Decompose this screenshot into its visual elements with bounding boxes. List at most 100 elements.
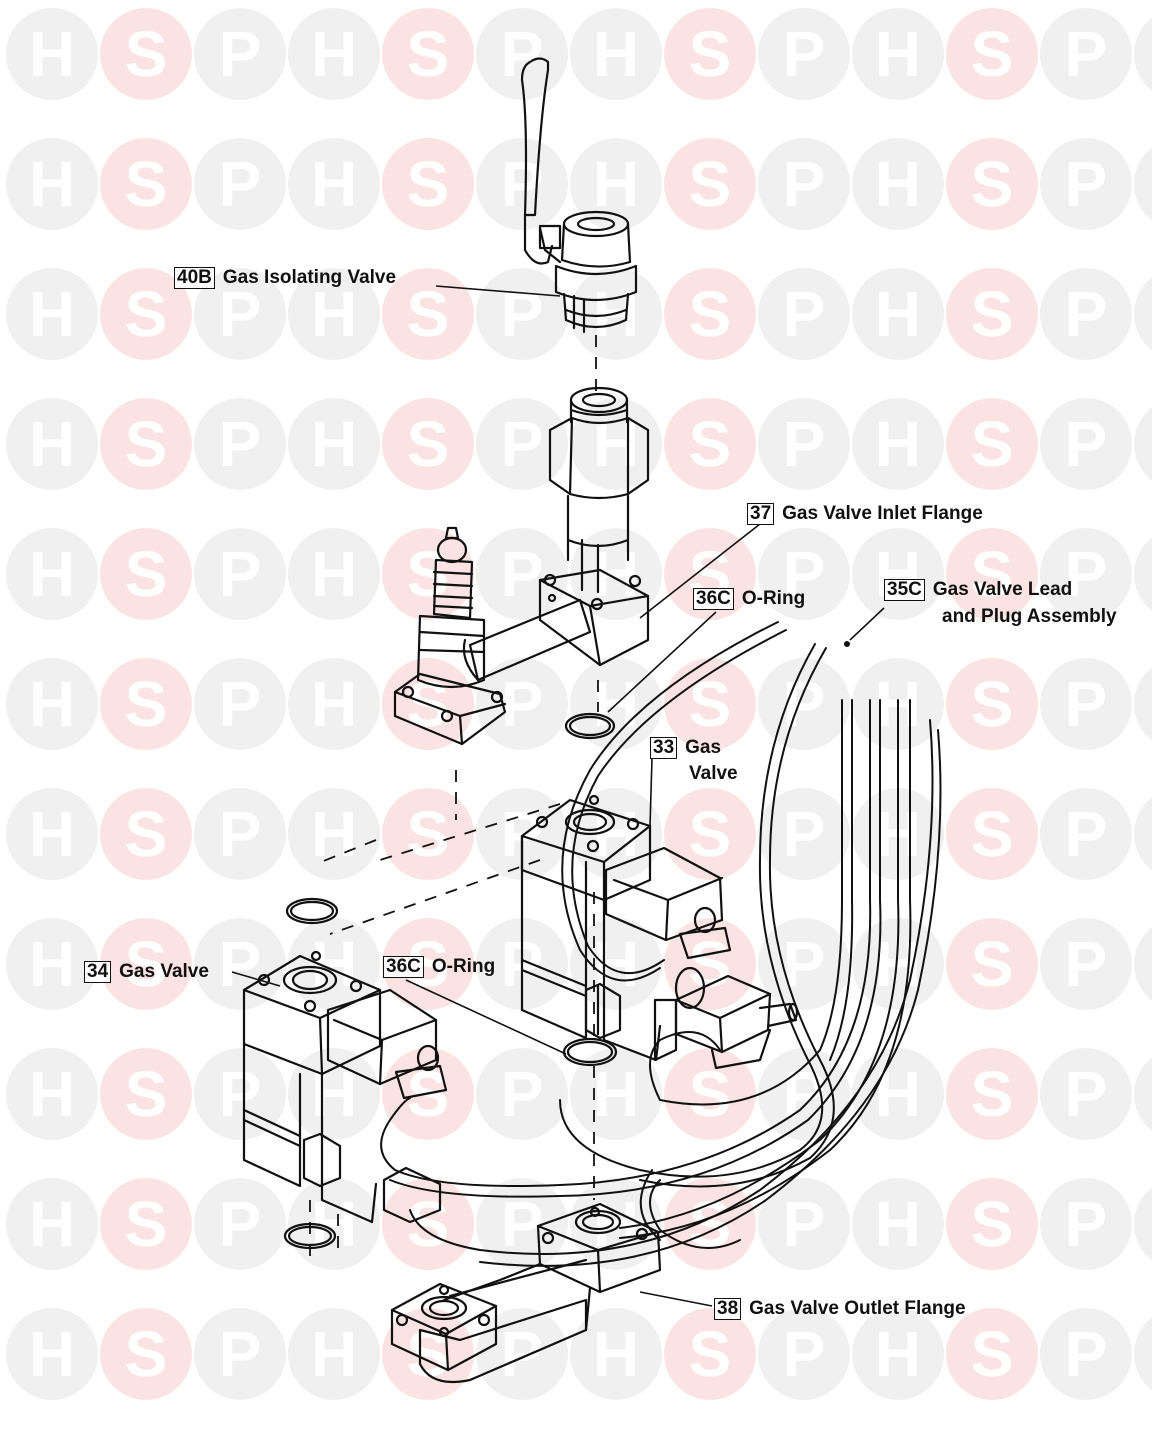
watermark-letter: P [219,1058,262,1130]
watermark-circle [664,788,756,880]
watermark-letter: H [29,1318,75,1390]
watermark-circle [6,268,98,360]
watermark-circle [476,1048,568,1140]
watermark-letter: S [125,1058,168,1130]
callout-text: Gas Valve Outlet Flange [749,1298,966,1319]
watermark-circle [1040,918,1132,1010]
callout-38: 38 Gas Valve Outlet Flange [714,1296,966,1322]
watermark-circle [6,1178,98,1270]
watermark-letter: S [971,668,1014,740]
watermark-letter: S [125,538,168,610]
watermark-letter: H [311,278,357,350]
watermark-circle [1040,398,1132,490]
callout-code: 36C [383,956,424,978]
watermark-circle [852,398,944,490]
watermark-circle [382,398,474,490]
watermark-circle [852,268,944,360]
watermark-letter: H [875,1188,921,1260]
callout-code: 38 [714,1298,742,1320]
watermark-circle [758,8,850,100]
watermark-letter: P [501,668,544,740]
callout-text: Gas Valve [119,961,209,982]
watermark-circle [6,138,98,230]
watermark-circle [758,658,850,750]
watermark-circle [570,1308,662,1400]
watermark-circle [758,788,850,880]
watermark-letter: P [501,1058,544,1130]
watermark-letter: H [29,278,75,350]
watermark-letter: S [689,148,732,220]
watermark-circle [852,8,944,100]
watermark-letter: S [689,408,732,480]
watermark-circle [664,918,756,1010]
watermark-letter: P [1065,1318,1108,1390]
watermark-letter: H [593,1318,639,1390]
watermark-letter: P [783,1318,826,1390]
watermark-letter: S [971,1318,1014,1390]
watermark-letter: H [311,668,357,740]
watermark-letter: H [593,148,639,220]
watermark-circle [382,788,474,880]
watermark-letter: P [219,408,262,480]
gas-valve-lead-and-plug-assembly [380,621,942,1267]
watermark-letter: P [219,1318,262,1390]
watermark-circle [476,658,568,750]
watermark-letter: P [1065,408,1108,480]
watermark-letter: H [29,538,75,610]
watermark-circle [194,398,286,490]
watermark-letter: S [125,668,168,740]
watermark-circle [1134,797,1152,871]
watermark-letter: S [125,18,168,90]
watermark-letter: P [783,408,826,480]
o-ring-upper [564,712,616,740]
watermark-letter: S [689,1058,732,1130]
watermark-letter: P [1065,798,1108,870]
watermark-letter: P [501,408,544,480]
watermark-circle [6,8,98,100]
watermark-letter: S [407,538,450,610]
watermark-circle [1040,1178,1132,1270]
watermark-circle [6,918,98,1010]
watermark-letter: H [29,148,75,220]
watermark-letter: H [29,798,75,870]
watermark-letter: P [783,148,826,220]
watermark-circle [100,268,192,360]
watermark-circle [946,918,1038,1010]
gas-valve-34 [242,950,448,1224]
watermark-circle [852,1178,944,1270]
watermark-circle [946,788,1038,880]
watermark-circle [758,138,850,230]
watermark-letter: H [311,148,357,220]
watermark-letter: P [501,1188,544,1260]
callout-code: 34 [84,961,112,983]
watermark-circle [758,398,850,490]
callout-text: Gas Valve Lead [932,579,1073,600]
watermark-circle [476,8,568,100]
watermark-letter: P [783,18,826,90]
watermark-circle [382,268,474,360]
watermark-circle [6,658,98,750]
watermark-circle [570,1048,662,1140]
watermark-circle [288,1048,380,1140]
watermark-letter: S [407,18,450,90]
watermark-circle [852,138,944,230]
watermark-circle [288,658,380,750]
watermark-letter: P [1065,668,1108,740]
watermark-letter: P [501,278,544,350]
watermark-letter: P [1065,1188,1108,1260]
watermark-circle [946,398,1038,490]
watermark-circle [6,788,98,880]
watermark-letter: S [689,278,732,350]
watermark-letter: P [219,18,262,90]
watermark-circle [946,1048,1038,1140]
watermark-letter: H [875,408,921,480]
watermark-circle [476,138,568,230]
watermark-letter: P [783,538,826,610]
watermark-letter: P [783,278,826,350]
watermark-circle [664,1178,756,1270]
watermark-letter: S [689,928,732,1000]
watermark-letter: S [689,18,732,90]
